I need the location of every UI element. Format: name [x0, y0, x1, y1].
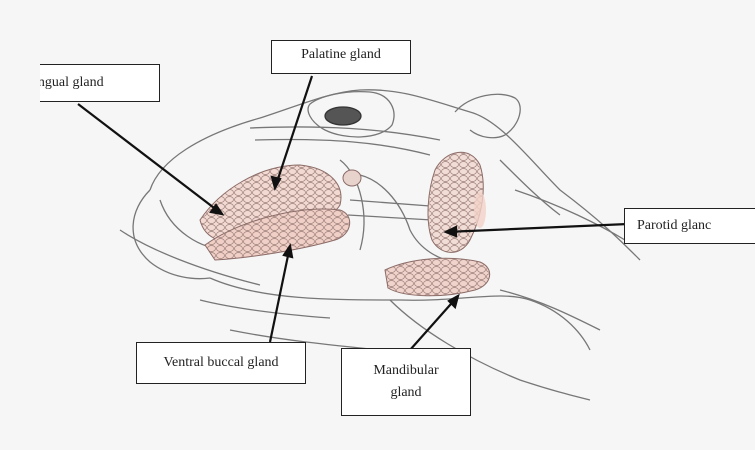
lingual-gland-label: ingual gland — [40, 64, 160, 102]
palatine-gland-label: Palatine gland — [271, 40, 411, 74]
mandibular-gland-region — [385, 258, 490, 295]
lingual-gland-label-text: ingual gland — [40, 75, 104, 91]
lingual-arrow — [78, 104, 222, 214]
parotid-gland-label: Parotid glanc — [624, 208, 755, 244]
ventral-buccal-gland-label-text: Ventral buccal gland — [163, 355, 278, 371]
palatine-gland-label-text: Palatine gland — [301, 47, 381, 63]
ventral-buccal-gland-label: Ventral buccal gland — [136, 342, 306, 384]
mandibular-gland-label: Mandibular gland — [341, 348, 471, 416]
mandibular-gland-label-line1: Mandibular — [373, 360, 438, 382]
parotid-gland-label-text: Parotid glanc — [637, 218, 711, 234]
mandibular-gland-label-line2: gland — [390, 382, 421, 404]
